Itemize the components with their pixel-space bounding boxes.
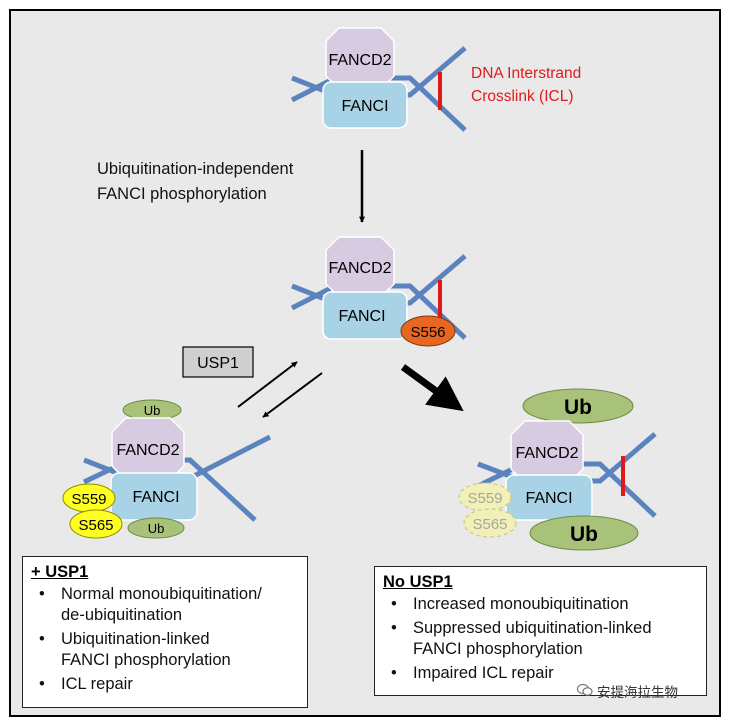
plus-usp1-header: + USP1 bbox=[31, 563, 89, 581]
list-item: ICL repair bbox=[31, 674, 299, 695]
ub-label: Ub bbox=[148, 521, 165, 536]
icl-label-line2: Crosslink (ICL) bbox=[471, 88, 573, 105]
step-label-line2: FANCI phosphorylation bbox=[97, 185, 267, 203]
fanci-protein bbox=[322, 81, 408, 129]
no-usp1-header: No USP1 bbox=[383, 573, 453, 591]
s565-label: S565 bbox=[472, 516, 507, 533]
s556-label: S556 bbox=[410, 324, 445, 341]
complex-phosphorylated: FANCD2 FANCI S556 bbox=[290, 236, 467, 347]
ub-top-large bbox=[522, 388, 634, 424]
list-item: Normal monoubiquitination/de-ubiquitinat… bbox=[31, 584, 299, 626]
list-item: Impaired ICL repair bbox=[383, 663, 698, 684]
ub-label: Ub bbox=[564, 396, 592, 419]
no-usp1-list: Increased monoubiquitination Suppressed … bbox=[383, 594, 698, 684]
no-usp1-summary-box: No USP1 Increased monoubiquitination Sup… bbox=[374, 566, 707, 696]
ub-bottom-large bbox=[529, 515, 639, 551]
plus-usp1-list: Normal monoubiquitination/de-ubiquitinat… bbox=[31, 584, 299, 695]
ub-label: Ub bbox=[144, 403, 161, 418]
usp1-label: USP1 bbox=[197, 355, 239, 372]
fancd2-label: FANCD2 bbox=[328, 52, 391, 69]
s565-phospho-site bbox=[69, 509, 123, 539]
icl-label-line1: DNA Interstrand bbox=[471, 65, 581, 82]
s556-phospho-site bbox=[400, 315, 456, 347]
fanci-protein bbox=[322, 291, 408, 340]
list-item: Increased monoubiquitination bbox=[383, 594, 698, 615]
fanci-label: FANCI bbox=[338, 308, 385, 325]
no-usp1-arrow bbox=[400, 364, 464, 412]
fanci-label: FANCI bbox=[132, 489, 179, 506]
s565-phospho-site-faded bbox=[463, 508, 517, 538]
fancd2-label: FANCD2 bbox=[515, 445, 578, 462]
ub-label: Ub bbox=[570, 523, 598, 546]
complex-plus-usp1: Ub FANCD2 FANCI S559 S565 Ub bbox=[62, 399, 272, 539]
fanci-label: FANCI bbox=[341, 98, 388, 115]
fanci-label: FANCI bbox=[525, 490, 572, 507]
fancd2-label: FANCD2 bbox=[116, 442, 179, 459]
s565-label: S565 bbox=[78, 517, 113, 534]
complex-no-usp1: Ub FANCD2 FANCI S559 S565 Ub bbox=[458, 388, 657, 551]
step-label-line1: Ubiquitination-independent bbox=[97, 160, 294, 178]
ub-bottom bbox=[127, 517, 185, 539]
s559-label: S559 bbox=[71, 491, 106, 508]
fancd2-label: FANCD2 bbox=[328, 260, 391, 277]
plus-usp1-summary-box: + USP1 Normal monoubiquitination/de-ubiq… bbox=[22, 556, 308, 708]
equilibrium-arrow-forward bbox=[237, 361, 298, 408]
s559-label: S559 bbox=[467, 490, 502, 507]
complex-initial: FANCD2 FANCI bbox=[290, 27, 467, 132]
wechat-icon bbox=[577, 683, 593, 696]
usp1-box bbox=[182, 346, 254, 378]
watermark-text: 安提海拉生物 bbox=[597, 685, 678, 700]
equilibrium-arrow-reverse bbox=[262, 372, 323, 418]
